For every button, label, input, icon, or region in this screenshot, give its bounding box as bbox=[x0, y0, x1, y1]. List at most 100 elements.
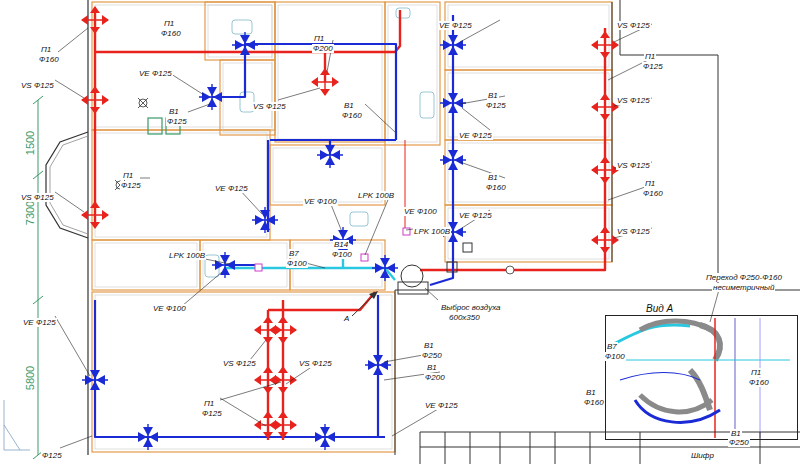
label-anchor: VS Ф125 bbox=[616, 154, 651, 172]
label-anchor: Ф125 bbox=[642, 55, 664, 73]
duct-label: В1 bbox=[585, 388, 597, 397]
exhaust-duct bbox=[212, 44, 396, 140]
wall-outline bbox=[275, 2, 385, 142]
title-block-line bbox=[500, 432, 501, 464]
label-anchor: VE Ф125 bbox=[138, 62, 173, 80]
supply-duct bbox=[95, 10, 400, 52]
dimension-text: 5800 bbox=[24, 365, 36, 391]
duct-label: П1 bbox=[644, 52, 656, 61]
leader-line bbox=[460, 20, 500, 42]
label-anchor: А bbox=[343, 307, 350, 325]
leader-line bbox=[608, 186, 648, 200]
bay-window bbox=[46, 132, 88, 238]
diffuser-arrow bbox=[90, 86, 100, 93]
label-anchor: VE Ф125 bbox=[458, 204, 493, 222]
duct-label: Ф125 bbox=[41, 451, 63, 460]
exhaust-duct bbox=[95, 300, 385, 437]
diffuser-blade bbox=[266, 215, 275, 225]
wall-inner bbox=[95, 133, 267, 237]
diffuser-arrow bbox=[311, 77, 318, 87]
bay-window-inner bbox=[50, 136, 88, 234]
label-anchor: В1 bbox=[43, 444, 55, 462]
exhaust-grille bbox=[398, 282, 428, 294]
diffuser-arrow bbox=[290, 375, 297, 385]
label-anchor: VE Ф125 bbox=[438, 14, 473, 32]
diffuser-arrow bbox=[278, 387, 288, 394]
leader-line bbox=[384, 352, 440, 362]
grille-symbol bbox=[148, 118, 162, 134]
duct-label: LPK 100B bbox=[168, 251, 206, 260]
diffuser-arrow bbox=[612, 165, 619, 175]
diffuser-arrow bbox=[263, 316, 273, 323]
diffuser-arrow bbox=[600, 52, 610, 59]
exhaust-duct bbox=[270, 139, 396, 141]
diffuser-arrow bbox=[90, 201, 100, 208]
outer-wall bbox=[87, 0, 88, 455]
inset-view-frame: Вид А bbox=[605, 315, 798, 440]
diffuser-blade bbox=[380, 258, 390, 267]
valve-symbol bbox=[255, 264, 262, 271]
duct-label: VE Ф100 bbox=[152, 304, 187, 313]
diffuser-cross bbox=[365, 352, 391, 378]
supply-diffuser bbox=[81, 86, 109, 114]
inset-leader bbox=[710, 286, 720, 322]
fixture-symbol bbox=[350, 212, 368, 226]
label-anchor: В7 bbox=[288, 242, 300, 260]
leader-line bbox=[406, 228, 420, 230]
diffuser-blade bbox=[320, 150, 329, 160]
diffuser-arrow bbox=[290, 420, 297, 430]
fixture-symbol bbox=[232, 20, 252, 34]
duct-label: П1 bbox=[750, 368, 762, 377]
leader-line bbox=[327, 40, 333, 72]
title-block-line bbox=[760, 432, 761, 464]
leader-line bbox=[168, 72, 204, 95]
diffuser-cross bbox=[82, 367, 108, 393]
marker-cross bbox=[115, 180, 125, 190]
diffuser-arrow bbox=[269, 325, 276, 335]
diffuser-arrow bbox=[263, 411, 273, 418]
diffuser-blade bbox=[448, 222, 458, 231]
duct-label: П1 bbox=[203, 399, 215, 408]
exhaust-diffuser bbox=[232, 32, 258, 58]
label-anchor: VS Ф125 bbox=[616, 89, 651, 107]
title-block-line bbox=[555, 432, 556, 464]
valve-symbol bbox=[361, 254, 368, 261]
diffuser-arrow bbox=[278, 337, 288, 344]
duct-label: несиметричный bbox=[712, 283, 775, 292]
duct-label: Ф125 bbox=[642, 62, 664, 71]
wall-inner bbox=[95, 295, 392, 449]
marker-cross bbox=[138, 98, 148, 108]
label-anchor: Ф250 bbox=[421, 344, 443, 362]
supply-diffuser bbox=[591, 31, 619, 59]
label-anchor: Ф125 bbox=[201, 402, 223, 420]
diffuser-blade bbox=[320, 427, 330, 436]
diffuser-blade bbox=[338, 241, 348, 250]
leader-line bbox=[330, 202, 342, 232]
diffuser-blade bbox=[448, 150, 458, 159]
diffuser-blade bbox=[202, 92, 211, 102]
duct-label: В1 bbox=[168, 107, 180, 116]
diffuser-blade bbox=[143, 427, 153, 436]
label-anchor: VE Ф100 bbox=[303, 190, 338, 208]
diffuser-blade bbox=[326, 432, 335, 442]
diffuser-arrow bbox=[81, 15, 88, 25]
fixture-symbol bbox=[240, 92, 254, 112]
leader-line bbox=[182, 272, 222, 306]
wall-inner bbox=[278, 5, 382, 139]
diffuser-arrow bbox=[612, 102, 619, 112]
duct-label: В1 bbox=[343, 101, 355, 110]
exhaust-diffuser bbox=[82, 367, 108, 393]
title-block-line bbox=[445, 432, 446, 464]
diffuser-arrow bbox=[263, 387, 273, 394]
diffuser-arrow bbox=[81, 210, 88, 220]
inset-pipe bbox=[700, 325, 720, 360]
label-anchor: 7300 bbox=[20, 200, 38, 226]
wall-outline bbox=[445, 70, 612, 140]
supply-diffuser bbox=[269, 316, 297, 344]
diffuser-blade bbox=[375, 263, 384, 273]
fixture-symbol bbox=[420, 92, 434, 118]
label-anchor: Ф250 bbox=[728, 431, 750, 449]
diffuser-arrow bbox=[254, 375, 261, 385]
diffuser-blade bbox=[207, 98, 217, 107]
diffuser-arrow bbox=[90, 6, 100, 13]
